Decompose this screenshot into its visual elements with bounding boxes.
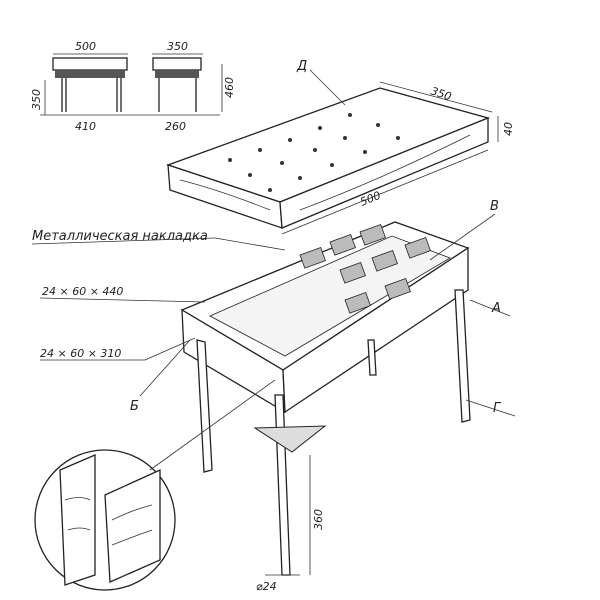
cushion: Д 350 40 500 xyxy=(166,59,515,235)
callouts: Металлическая накладка В 24 × 60 × 440 2… xyxy=(31,199,516,417)
leg-diameter: ⌀24 xyxy=(256,580,277,593)
part-v-label: В xyxy=(490,199,499,214)
front-width-bottom: 410 xyxy=(75,120,96,133)
front-width-top: 500 xyxy=(75,40,96,53)
part-a-label: А xyxy=(491,301,501,316)
board-long-label: 24 × 60 × 440 xyxy=(42,285,123,298)
side-width-bottom: 260 xyxy=(165,120,186,133)
side-height: 460 xyxy=(223,77,236,98)
leg-dimensions: 360 ⌀24 xyxy=(256,455,325,593)
side-width-top: 350 xyxy=(167,40,188,53)
joint-detail xyxy=(34,379,276,591)
side-view: 350 460 260 xyxy=(152,40,236,133)
part-b-label: Б xyxy=(130,399,139,414)
cushion-depth: 350 xyxy=(429,84,453,103)
board-short-label: 24 × 60 × 310 xyxy=(40,347,121,360)
leg-length: 360 xyxy=(312,509,325,530)
front-height: 350 xyxy=(30,89,43,110)
metal-plate-label: Металлическая накладка xyxy=(32,229,208,244)
seat-frame xyxy=(180,221,471,576)
cushion-thickness: 40 xyxy=(502,122,515,136)
cushion-label: Д xyxy=(296,59,307,74)
part-g-label: Г xyxy=(493,401,502,416)
front-view: 500 350 410 xyxy=(30,40,220,133)
